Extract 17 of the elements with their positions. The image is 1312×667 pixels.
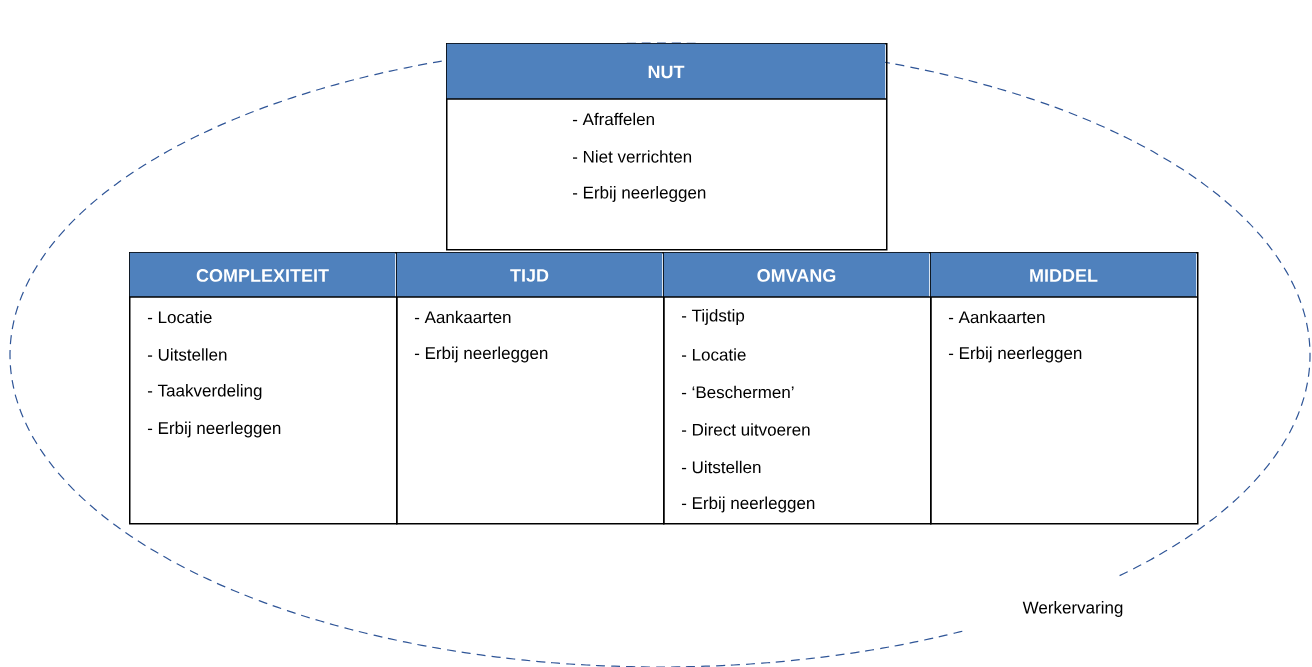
list-item: - Erbij neerleggen — [147, 421, 281, 438]
list-item: - Afraffelen — [572, 112, 654, 126]
list-item: - Erbij neerleggen — [948, 346, 1082, 363]
list-item: - Tijdstip — [681, 309, 745, 325]
list-item: - Erbij neerleggen — [572, 186, 706, 202]
list-item: - Erbij neerleggen — [681, 496, 815, 513]
list-item: - Direct uitvoeren — [681, 423, 810, 436]
list-item: - Niet verrichten — [572, 150, 692, 163]
list-item: - Erbij neerleggen — [414, 346, 548, 363]
list-item: - Taakverdeling — [147, 384, 262, 400]
list-item: - Uitstellen — [681, 460, 761, 474]
list-item: - Uitstellen — [147, 348, 227, 361]
list-item: - Locatie — [147, 310, 212, 324]
list-item: - Aankaarten — [948, 310, 1045, 324]
list-item: - ‘Beschermen’ — [681, 385, 794, 399]
list-item: - Aankaarten — [414, 310, 511, 324]
list-item: - Locatie — [681, 348, 746, 361]
